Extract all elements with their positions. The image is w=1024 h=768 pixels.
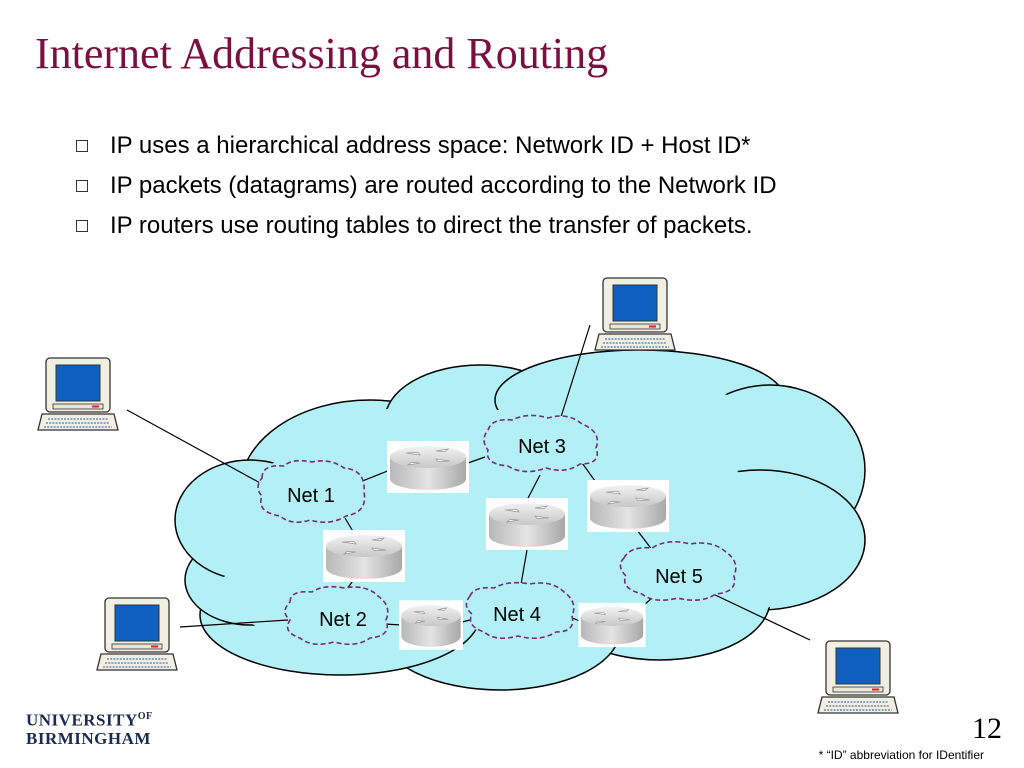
footnote: * “ID” abbreviation for IDentifier [818,748,984,762]
slide-title: Internet Addressing and Routing [35,29,609,78]
net-label: Net 2 [319,609,367,631]
page-number: 12 [972,712,1002,745]
network-bubbles [257,414,737,646]
university-logo: UNIVERSITYOF BIRMINGHAM [26,708,153,748]
net-label: Net 4 [493,604,541,626]
net-bubble [465,581,575,640]
bullet-square-icon [76,220,88,232]
logo-line1-sup: OF [137,711,153,722]
net-bubble [284,585,389,646]
bullet-list: IP uses a hierarchical address space: Ne… [72,126,777,246]
net-bubble [257,459,366,524]
logo-line1: UNIVERSITY [26,710,138,730]
net-label: Net 3 [518,436,566,458]
router-icon [322,529,406,583]
network-labels: Net 1 Net 3 Net 2 Net 4 Net 5 [287,436,703,631]
bullet-text: IP routers use routing tables to direct … [110,212,753,239]
router-icon [586,479,670,533]
computer-icon [594,277,676,351]
bullet-item: IP routers use routing tables to direct … [72,206,777,246]
router-icon [485,497,569,551]
net-bubble [619,540,737,602]
bullet-text: IP uses a hierarchical address space: Ne… [110,132,751,159]
bullet-square-icon [76,140,88,152]
router-icon [386,440,470,494]
bullet-item: IP uses a hierarchical address space: Ne… [72,126,777,166]
net-label: Net 1 [287,485,335,507]
net-bubble [483,414,599,473]
bullet-item: IP packets (datagrams) are routed accord… [72,166,777,206]
net-label: Net 5 [655,566,703,588]
computer-icon [817,640,899,714]
bullet-text: IP packets (datagrams) are routed accord… [110,172,777,199]
router-icon [398,599,464,651]
bullet-square-icon [76,180,88,192]
router-icon [578,602,646,648]
computer-icon [37,357,119,431]
logo-line2: BIRMINGHAM [26,728,151,748]
computer-icon [96,597,178,671]
